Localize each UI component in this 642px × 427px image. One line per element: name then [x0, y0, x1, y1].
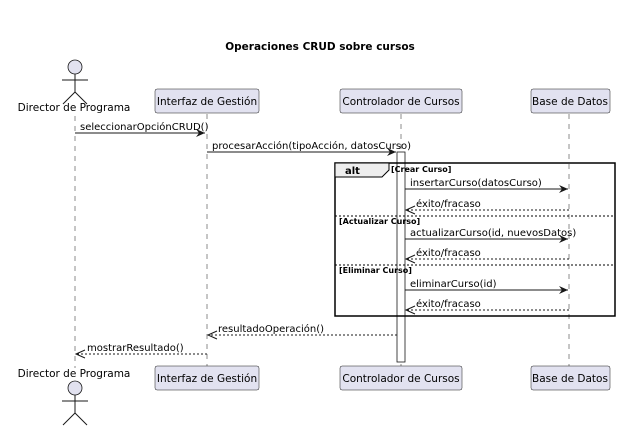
- actor-head: [67, 380, 83, 396]
- participant-controlador-label-bottom: Controlador de Cursos: [342, 373, 459, 385]
- message-label: mostrarResultado(): [87, 343, 184, 354]
- participant-interfaz-box-bottom: [154, 365, 260, 391]
- participant-controlador-box-top: [339, 88, 463, 114]
- actor-director-top: [62, 59, 88, 105]
- participant-interfaz-label-bottom: Interfaz de Gestión: [157, 373, 257, 385]
- actor-director-bottom: [62, 380, 88, 426]
- actor-director-label-bottom: Director de Programa: [18, 368, 131, 380]
- participant-bd-label-bottom: Base de Datos: [532, 373, 608, 385]
- diagram-title: Operaciones CRUD sobre cursos: [225, 41, 415, 53]
- message-label: procesarAcción(tipoAcción, datosCurso): [212, 140, 411, 152]
- participant-interfaz-label-top: Interfaz de Gestión: [157, 96, 257, 108]
- message-label: eliminarCurso(id): [410, 279, 497, 290]
- activation-bar-controlador: [396, 151, 406, 363]
- alt-fragment-frame: [334, 162, 616, 317]
- alt-guard-eliminar: [Eliminar Curso]: [339, 266, 412, 275]
- actor-director-label-top: Director de Programa: [18, 102, 131, 114]
- message-label: seleccionarOpciónCRUD(): [80, 121, 209, 133]
- message-label: resultadoOperación(): [218, 323, 324, 335]
- participant-interfaz-box-top: [154, 88, 260, 114]
- alt-fragment-tab: [334, 162, 390, 178]
- participant-bd-box-top: [530, 88, 611, 114]
- message-label: éxito/fracaso: [416, 298, 481, 310]
- participant-controlador-label-top: Controlador de Cursos: [342, 96, 459, 108]
- message-label: insertarCurso(datosCurso): [410, 178, 542, 189]
- participant-bd-box-bottom: [530, 365, 611, 391]
- message-label: actualizarCurso(id, nuevosDatos): [410, 228, 576, 239]
- message-label: éxito/fracaso: [416, 198, 481, 210]
- alt-guard-actualizar: [Actualizar Curso]: [339, 217, 420, 226]
- actor-head: [67, 59, 83, 75]
- participant-controlador-box-bottom: [339, 365, 463, 391]
- message-label: éxito/fracaso: [416, 247, 481, 259]
- alt-keyword: alt: [345, 166, 360, 177]
- participant-bd-label-top: Base de Datos: [532, 96, 608, 108]
- alt-guard-crear: [Crear Curso]: [391, 165, 451, 174]
